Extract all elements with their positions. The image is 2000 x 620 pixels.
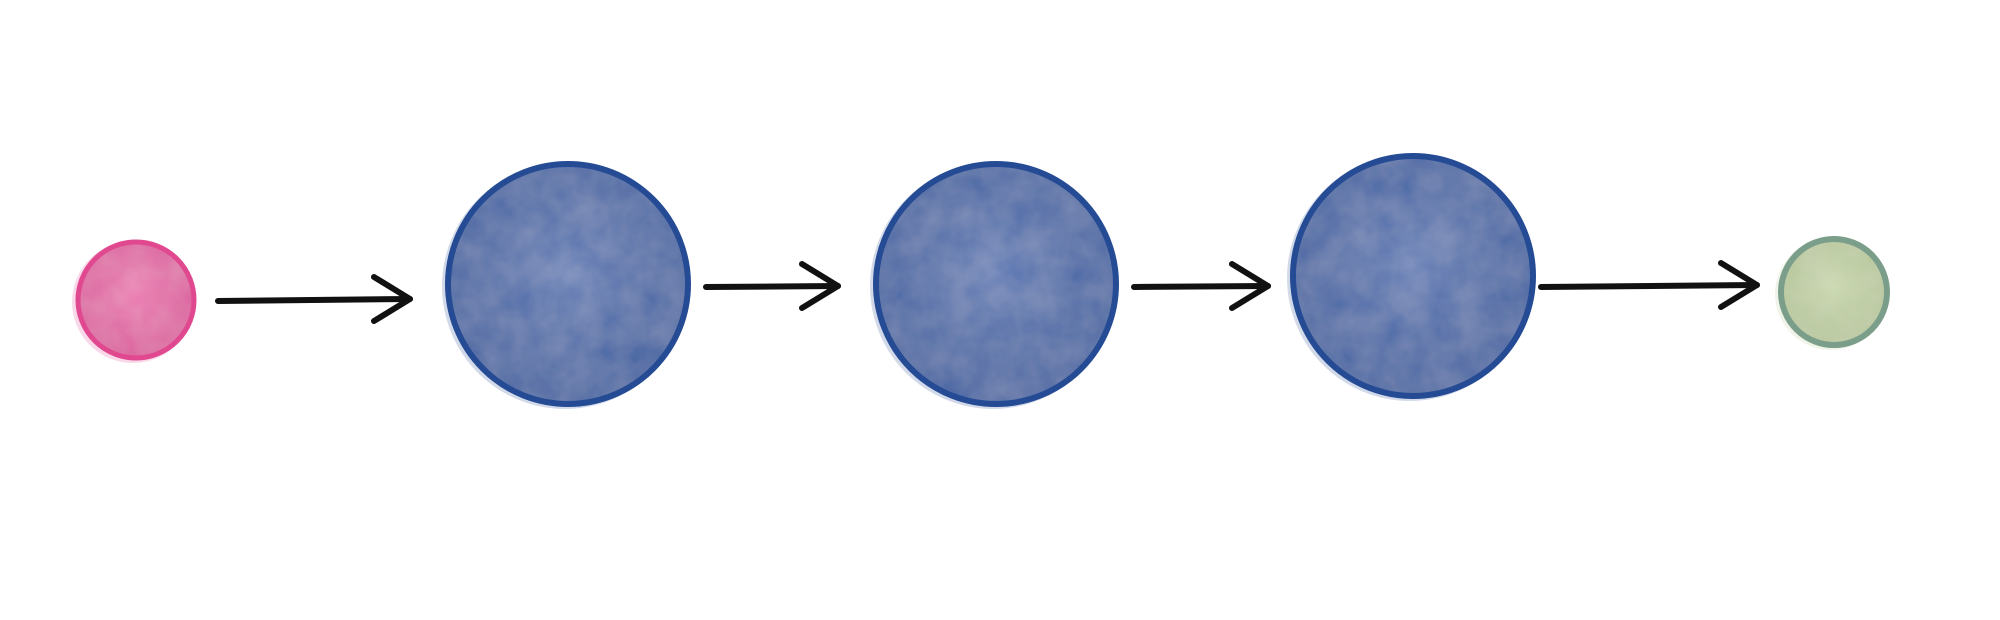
node-hidden-3 bbox=[1287, 153, 1536, 401]
arrow-input-to-hidden-1 bbox=[215, 274, 413, 324]
edges-layer bbox=[215, 260, 1760, 324]
node-input bbox=[72, 239, 197, 363]
arrow-hidden-3-to-output bbox=[1538, 260, 1760, 310]
node-outline bbox=[445, 161, 691, 407]
node-sheen bbox=[448, 164, 688, 404]
node-output bbox=[1775, 236, 1890, 350]
node-outline bbox=[75, 239, 197, 361]
node-sheen bbox=[1293, 156, 1533, 396]
arrow-shaft bbox=[703, 283, 841, 290]
node-outline bbox=[1778, 236, 1890, 348]
arrow-head bbox=[371, 274, 413, 324]
arrow-head bbox=[799, 261, 841, 311]
arrow-shaft bbox=[215, 296, 413, 304]
node-sheen bbox=[876, 164, 1116, 404]
arrow-shaft bbox=[1131, 283, 1271, 290]
node-outline bbox=[1290, 153, 1536, 399]
arrow-head bbox=[1229, 261, 1271, 311]
arrow-hidden-2-to-hidden-3 bbox=[1131, 261, 1271, 311]
arrow-head bbox=[1718, 260, 1760, 310]
node-outline bbox=[873, 161, 1119, 407]
node-sheen bbox=[78, 242, 194, 358]
nodes-layer bbox=[72, 153, 1890, 409]
arrow-hidden-1-to-hidden-2 bbox=[703, 261, 841, 311]
node-hidden-1 bbox=[442, 161, 691, 409]
arrow-shaft bbox=[1538, 282, 1760, 290]
node-sheen bbox=[1781, 239, 1887, 345]
node-hidden-2 bbox=[870, 161, 1119, 409]
